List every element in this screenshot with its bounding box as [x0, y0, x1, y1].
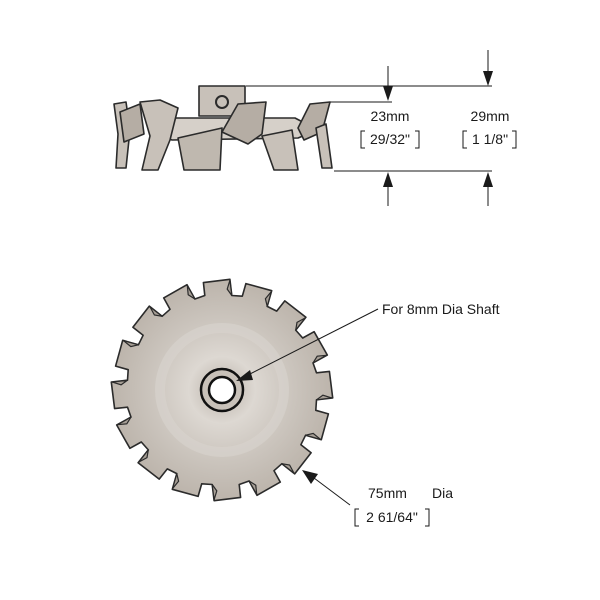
diameter-metric: 75mm	[368, 485, 407, 501]
bracket-left	[462, 130, 467, 149]
arrowhead-outer-top	[483, 71, 493, 86]
disc-tooth-2	[295, 317, 306, 331]
diameter-leader	[302, 470, 351, 506]
side-tooth-center-left	[177, 127, 223, 171]
disc-tooth-8	[211, 484, 218, 500]
disc-tooth-9	[172, 473, 180, 489]
disc-tooth-15	[186, 285, 196, 300]
disc-tooth-10	[138, 449, 149, 463]
disc-tooth-6	[281, 463, 295, 474]
shaft-leader-line	[245, 308, 379, 377]
bracket-right	[512, 130, 517, 149]
bracket-left	[354, 508, 359, 527]
side-arrowheads	[383, 71, 493, 187]
arrowhead-outer-bottom	[483, 172, 493, 187]
dim-inner-metric: 23mm	[371, 108, 410, 124]
bracket-right	[425, 508, 430, 527]
disc-tooth-16	[226, 280, 233, 296]
disc-tooth-5	[305, 432, 321, 440]
dim-outer-metric: 29mm	[471, 108, 510, 124]
shaft-hole	[207, 375, 237, 405]
diameter-leader-arrowhead	[302, 470, 318, 484]
disc-tooth-7	[248, 480, 258, 495]
arrowhead-inner-top	[383, 86, 393, 101]
dim-outer-imperial-group: 1 1/8"	[462, 130, 517, 149]
side-tooth-left-2	[139, 99, 179, 171]
side-tooth-center-right	[221, 101, 267, 145]
dim-inner-imperial: 29/32"	[370, 131, 410, 147]
side-tooth-right-outer	[315, 123, 333, 169]
side-hub-hole	[215, 95, 229, 109]
disc-tooth-14	[149, 306, 163, 317]
bracket-left	[360, 130, 365, 149]
disc-tooth-12	[112, 379, 128, 386]
side-tooth-left-fin	[119, 103, 145, 143]
shaft-leader	[236, 308, 379, 381]
dim-outer-imperial: 1 1/8"	[472, 131, 508, 147]
diameter-imperial: 2 61/64"	[366, 509, 418, 525]
disc-tooth-4	[316, 394, 332, 401]
arrowhead-inner-bottom	[383, 172, 393, 187]
disc-tooth-11	[117, 416, 132, 426]
diameter-imperial-group: 2 61/64"	[354, 508, 430, 527]
disc-dish-ring	[155, 323, 289, 457]
shaft-note: For 8mm Dia Shaft	[382, 301, 500, 317]
dim-inner-imperial-group: 29/32"	[360, 130, 420, 149]
side-view	[113, 85, 333, 171]
disc-tooth-notches	[112, 280, 332, 500]
disc-tooth-13	[123, 340, 139, 348]
diameter-word: Dia	[432, 485, 453, 501]
shaft-leader-arrowhead	[236, 370, 253, 381]
disc-tooth-3	[312, 354, 327, 364]
top-view	[110, 278, 334, 502]
disc-tooth-1	[264, 291, 272, 307]
side-tooth-right-2	[261, 129, 299, 171]
diameter-leader-line	[313, 477, 351, 506]
bracket-right	[415, 130, 420, 149]
